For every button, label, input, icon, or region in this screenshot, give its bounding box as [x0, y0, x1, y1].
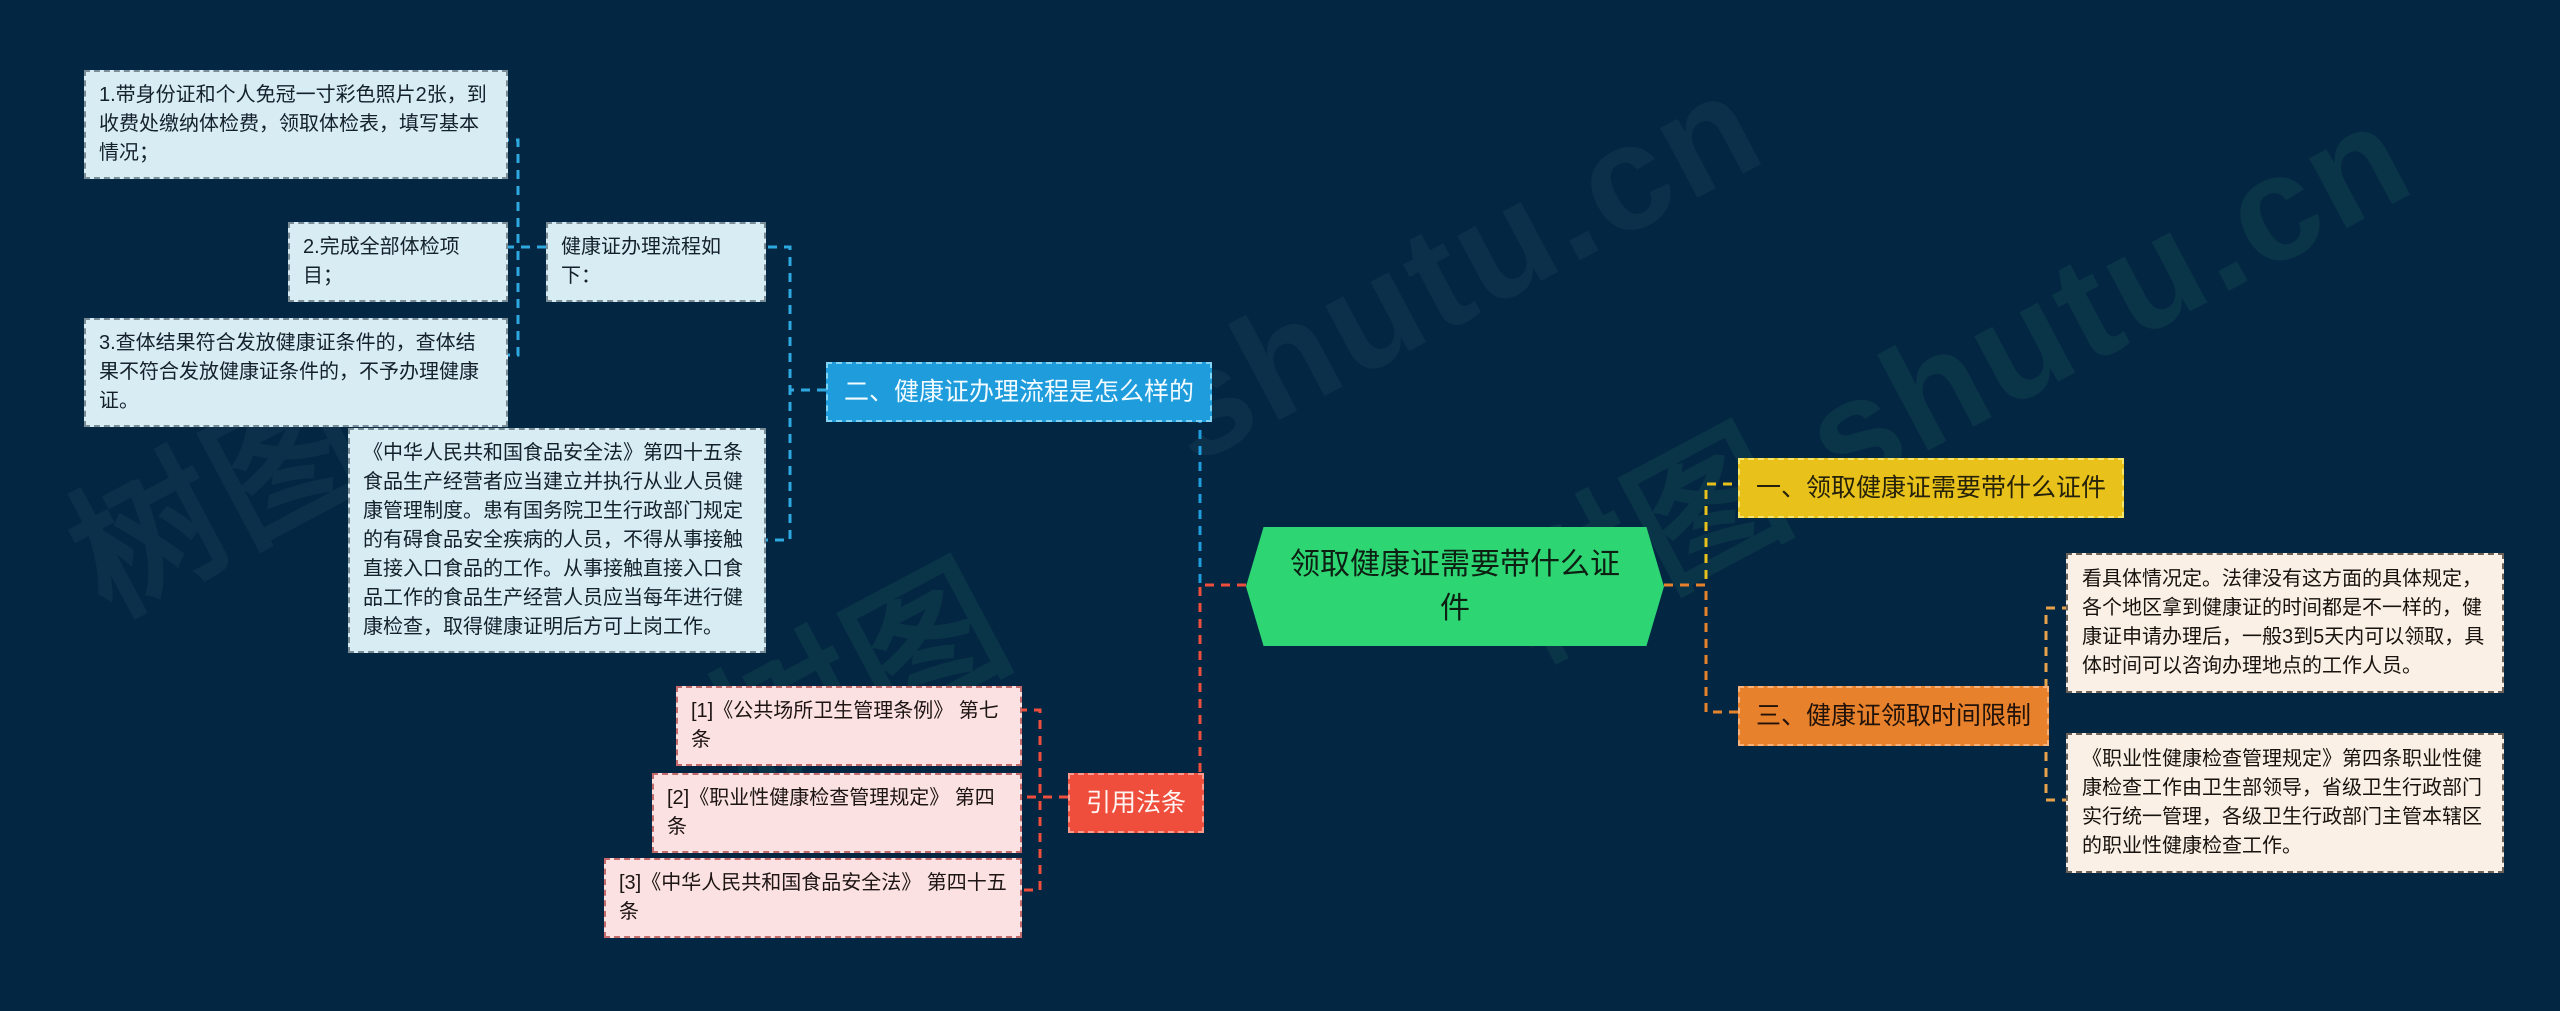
- leaf-food-safety-law[interactable]: 《中华人民共和国食品安全法》第四十五条食品生产经营者应当建立并执行从业人员健康管…: [348, 428, 766, 653]
- leaf-occupational-rule-label: 《职业性健康检查管理规定》第四条职业性健康检查工作由卫生部领导，省级卫生行政部门…: [2082, 748, 2482, 857]
- branch-node-3-label: 三、健康证领取时间限制: [1756, 702, 2032, 730]
- leaf-flow-step-2[interactable]: 2.完成全部体检项目；: [288, 222, 508, 302]
- watermark: shutu.cn: [1128, 36, 1789, 497]
- central-topic-node[interactable]: 领取健康证需要带什么证件: [1246, 527, 1664, 646]
- citation-item-2[interactable]: [2]《职业性健康检查管理规定》 第四条: [652, 773, 1022, 853]
- leaf-flow-step-3-label: 3.查体结果符合发放健康证条件的，查体结果不符合发放健康证条件的，不予办理健康证…: [99, 332, 479, 412]
- branch-node-3[interactable]: 三、健康证领取时间限制: [1738, 686, 2050, 747]
- citation-item-1-label: [1]《公共场所卫生管理条例》 第七条: [691, 700, 999, 751]
- branch-node-4-label: 引用法条: [1086, 789, 1187, 817]
- leaf-flow-step-1[interactable]: 1.带身份证和个人免冠一寸彩色照片2张，到收费处缴纳体检费，领取体检表，填写基本…: [84, 70, 508, 179]
- branch-node-4[interactable]: 引用法条: [1068, 773, 1205, 834]
- leaf-time-limit-note-label: 看具体情况定。法律没有这方面的具体规定，各个地区拿到健康证的时间都是不一样的，健…: [2082, 568, 2485, 677]
- leaf-flow-header-label: 健康证办理流程如下：: [561, 236, 721, 287]
- branch-node-2[interactable]: 二、健康证办理流程是怎么样的: [826, 362, 1213, 423]
- branch-node-1-label: 一、领取健康证需要带什么证件: [1756, 474, 2107, 502]
- leaf-flow-step-2-label: 2.完成全部体检项目；: [303, 236, 460, 287]
- branch-node-2-label: 二、健康证办理流程是怎么样的: [844, 378, 1195, 406]
- citation-item-3-label: [3]《中华人民共和国食品安全法》 第四十五条: [619, 872, 1007, 923]
- citation-item-2-label: [2]《职业性健康检查管理规定》 第四条: [667, 787, 995, 838]
- leaf-time-limit-note[interactable]: 看具体情况定。法律没有这方面的具体规定，各个地区拿到健康证的时间都是不一样的，健…: [2066, 553, 2504, 693]
- leaf-food-safety-law-label: 《中华人民共和国食品安全法》第四十五条食品生产经营者应当建立并执行从业人员健康管…: [363, 442, 743, 638]
- branch-node-1[interactable]: 一、领取健康证需要带什么证件: [1738, 458, 2125, 519]
- leaf-occupational-rule[interactable]: 《职业性健康检查管理规定》第四条职业性健康检查工作由卫生部领导，省级卫生行政部门…: [2066, 733, 2504, 873]
- leaf-flow-step-3[interactable]: 3.查体结果符合发放健康证条件的，查体结果不符合发放健康证条件的，不予办理健康证…: [84, 318, 508, 427]
- leaf-flow-step-1-label: 1.带身份证和个人免冠一寸彩色照片2张，到收费处缴纳体检费，领取体检表，填写基本…: [99, 84, 487, 164]
- citation-item-3[interactable]: [3]《中华人民共和国食品安全法》 第四十五条: [604, 858, 1022, 938]
- citation-item-1[interactable]: [1]《公共场所卫生管理条例》 第七条: [676, 686, 1022, 766]
- central-topic-label: 领取健康证需要带什么证件: [1290, 548, 1620, 625]
- leaf-flow-header[interactable]: 健康证办理流程如下：: [546, 222, 766, 302]
